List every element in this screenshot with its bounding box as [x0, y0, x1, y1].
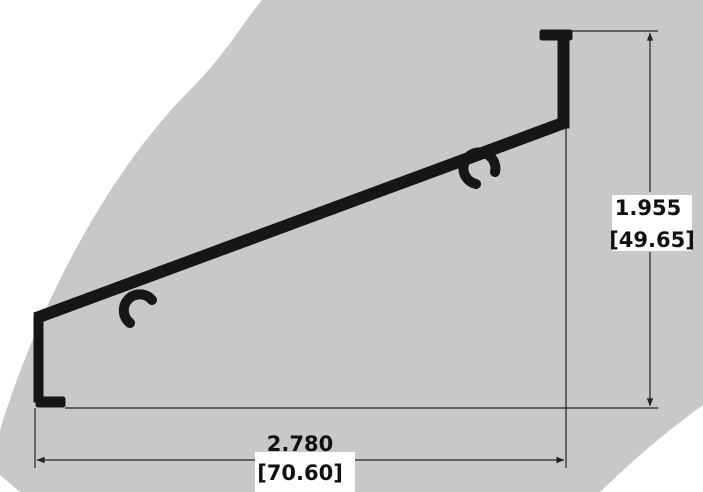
height-label-background	[612, 195, 692, 251]
height-mm-label: [49.65]	[609, 228, 695, 252]
bottom-lip	[35, 396, 66, 408]
screw-boss-upper	[458, 147, 501, 189]
right-wall	[557, 31, 570, 129]
dimension-lines	[34, 30, 658, 468]
aluminum-profile	[33, 29, 573, 408]
width-mm-label: [70.60]	[257, 461, 343, 485]
screw-boss-lower	[118, 289, 157, 328]
left-wall	[33, 315, 44, 403]
width-inches-label: 2.780	[267, 432, 333, 456]
width-label-background	[255, 452, 355, 492]
height-inches-label: 1.955	[615, 196, 681, 220]
